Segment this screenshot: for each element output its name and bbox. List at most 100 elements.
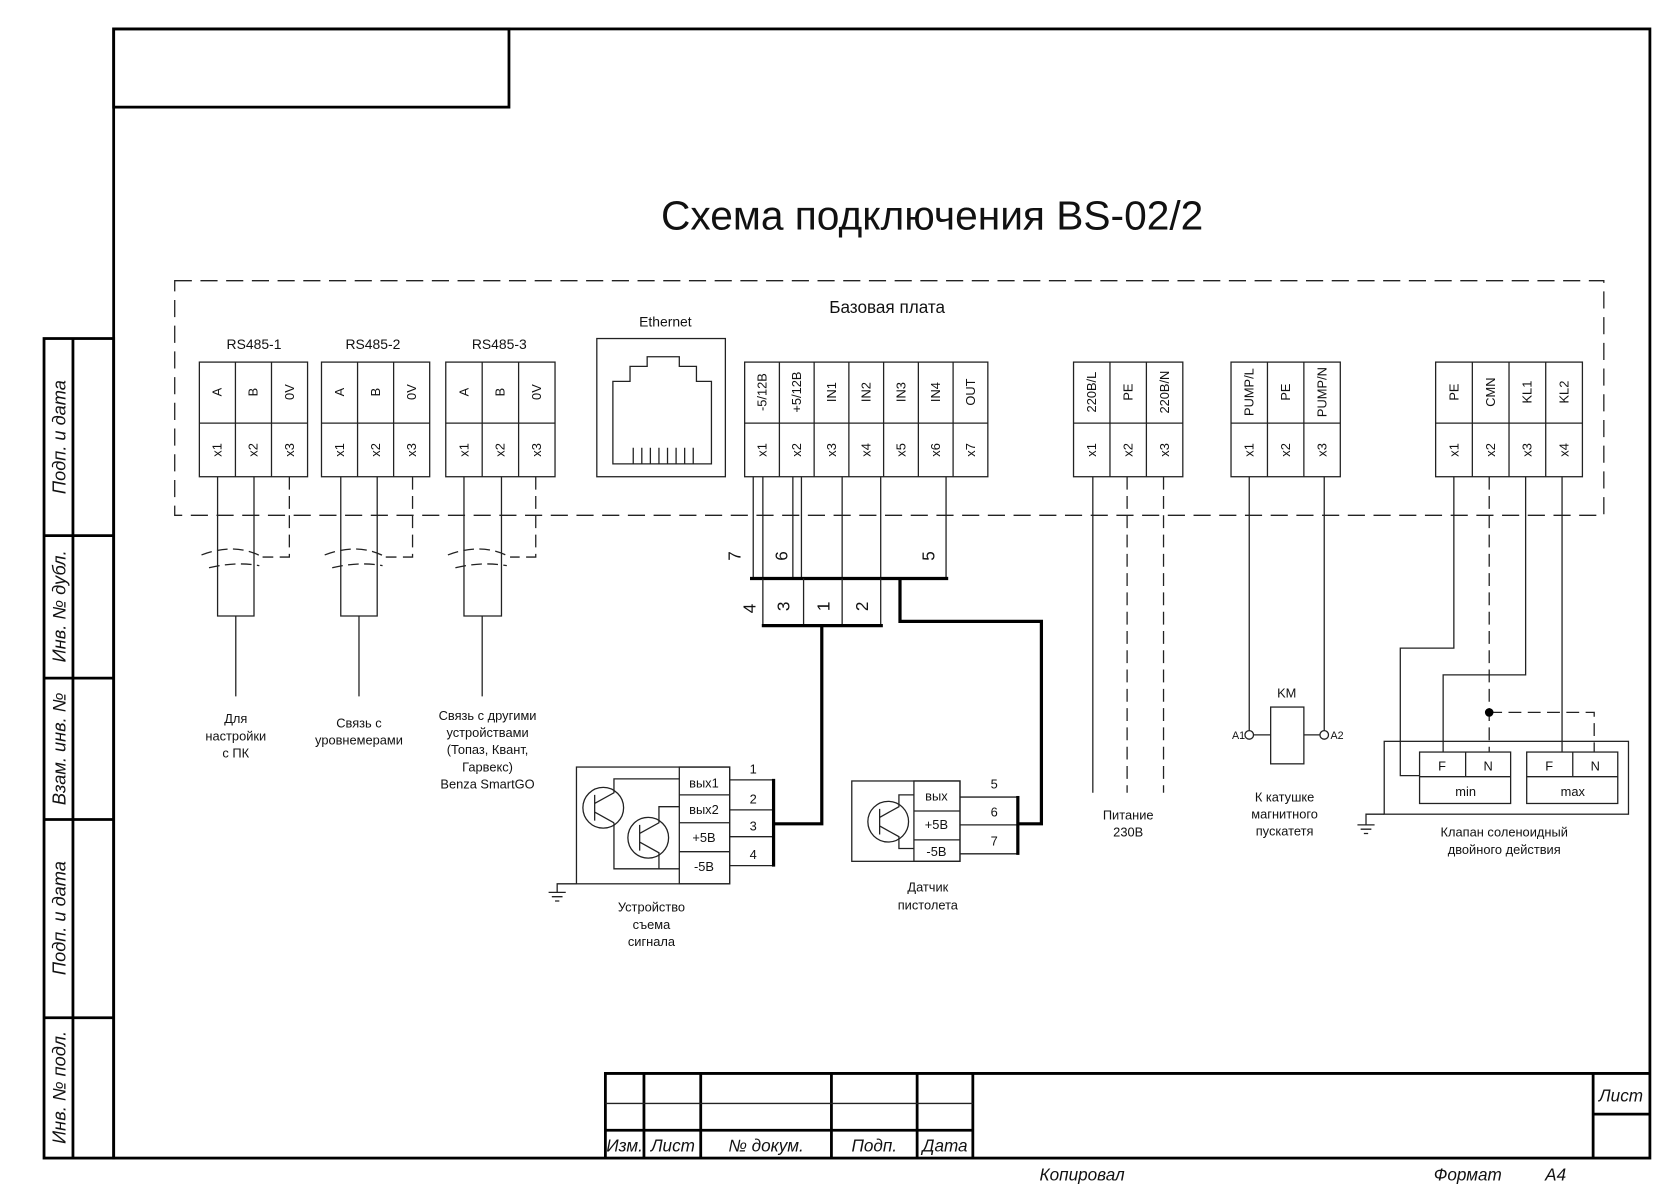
terminal-number: x7 (963, 443, 978, 457)
format-label: Формат (1434, 1165, 1502, 1185)
title-block-header: Изм. (606, 1136, 643, 1156)
copied-by-label: Копировал (1040, 1165, 1126, 1185)
terminal-number: x1 (1446, 443, 1461, 457)
terminal-block-title: RS485-1 (227, 336, 282, 352)
wire-number: 3 (750, 818, 757, 833)
wire-number: 1 (750, 761, 757, 776)
base-board-outline (174, 280, 1605, 516)
wire-number: 6 (991, 804, 998, 819)
terminal-number: x4 (859, 443, 874, 457)
side-strip-label: Подп. и дата (49, 380, 69, 494)
ethernet-label: Ethernet (639, 314, 692, 330)
valve-terminal: N (1591, 758, 1600, 773)
terminal-block: -5/12Вx1+5/12Вx2IN1x3IN2x4IN3x5IN4x6OUTx… (744, 361, 989, 478)
harness-number: 3 (774, 602, 794, 612)
valve-min-label: min (1455, 784, 1476, 799)
pin-label: A (456, 387, 471, 396)
wire-number: 5 (991, 776, 998, 791)
pin-label: IN4 (928, 382, 943, 402)
pin-label: PE (1278, 383, 1293, 401)
rs485-cables (201, 476, 537, 697)
title-block-header: Лист (650, 1136, 695, 1156)
side-strip: Подп. и дата Инв. № дубл. Взам. инв. № П… (42, 337, 116, 1160)
terminal-number: x3 (404, 443, 419, 457)
terminal-label: +5В (692, 830, 715, 845)
terminal-label: -5В (926, 844, 946, 859)
pin-label: PE (1120, 383, 1135, 401)
shielded-cable (201, 476, 290, 697)
harness-number: 2 (852, 602, 872, 612)
title-block-header: Подп. (851, 1136, 897, 1156)
terminal-number: x6 (928, 443, 943, 457)
terminal-number: x1 (332, 443, 347, 457)
terminal-number: x4 (1556, 443, 1571, 457)
shielded-cable (447, 476, 537, 697)
valve-terminal: N (1483, 758, 1492, 773)
title-block-header: Дата (920, 1136, 967, 1156)
pin-label: IN2 (859, 382, 874, 402)
pin-label: -5/12В (754, 373, 769, 411)
pin-label: CMN (1483, 377, 1498, 406)
diagram-title: Схема подключения BS-02/2 (661, 192, 1203, 238)
pin-label: 220В/N (1157, 371, 1172, 414)
terminal-number: x1 (456, 443, 471, 457)
pin-label: 0V (404, 384, 419, 400)
transistor-icon (582, 778, 680, 870)
pin-label: A (210, 387, 225, 396)
terminal-number: x2 (789, 443, 804, 457)
terminal-number: x2 (1483, 443, 1498, 457)
top-left-stamp-box (112, 27, 511, 109)
harness-number: 1 (813, 602, 833, 612)
side-strip-label: Подп. и дата (49, 861, 69, 975)
terminal-block-title: RS485-2 (345, 336, 400, 352)
wire-number: 2 (750, 791, 757, 806)
pin-label: IN3 (893, 382, 908, 402)
terminal-number: x3 (529, 443, 544, 457)
terminal-number: x3 (1157, 443, 1172, 457)
title-block-header: № докум. (728, 1136, 803, 1156)
terminal-number: x1 (210, 443, 225, 457)
pin-label: +5/12В (789, 372, 804, 413)
terminal-number: x1 (754, 443, 769, 457)
terminal-label: -5В (694, 859, 714, 874)
harness-number: 7 (724, 551, 744, 561)
pin-label: B (368, 388, 383, 397)
pin-label: 220В/L (1084, 372, 1099, 413)
terminal-number: x3 (282, 443, 297, 457)
gun-sensor-wire (898, 578, 1044, 826)
rj45-jack-icon (612, 356, 713, 465)
pin-label: PE (1446, 383, 1461, 401)
pin-label: PUMP/N (1314, 367, 1329, 417)
terminal-a1: A1 (1232, 730, 1245, 742)
inputs-harness: 7 6 5 4 3 1 2 (724, 476, 1044, 826)
pin-label: IN1 (824, 382, 839, 402)
terminal-number: x2 (1120, 443, 1135, 457)
contactor-label: KM (1277, 685, 1296, 700)
terminal-number: x3 (824, 443, 839, 457)
terminal-number: x1 (1242, 443, 1257, 457)
ethernet-port: Ethernet (596, 314, 727, 478)
wire-number: 4 (750, 847, 757, 862)
wire-number: 7 (991, 833, 998, 848)
junction-dot (1484, 708, 1494, 717)
harness-number: 4 (739, 603, 759, 613)
transistor-icon (627, 806, 680, 869)
transistor-icon (867, 794, 914, 850)
pin-label: A (332, 387, 347, 396)
side-strip-label: Инв. № подл. (49, 1031, 69, 1144)
valve-terminal: F (1438, 758, 1446, 773)
side-strip-label: Взам. инв. № (49, 692, 69, 805)
